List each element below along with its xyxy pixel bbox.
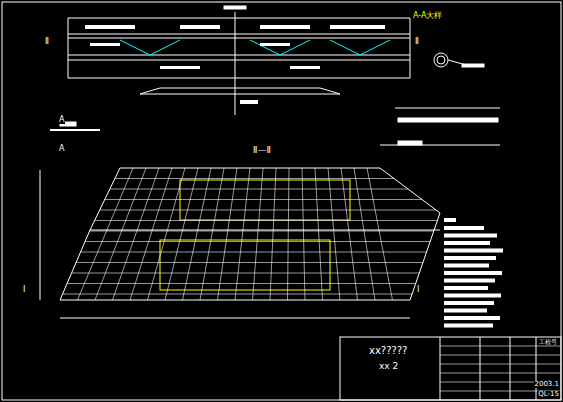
drawing-label: 2003.1 [534, 381, 561, 388]
notes-block [444, 218, 503, 328]
drawing-label: A [58, 145, 65, 153]
drawing-label: Ⅱ—Ⅱ [252, 146, 272, 155]
drawing-label: I [22, 286, 26, 294]
section-detail [50, 53, 500, 145]
drawing-label: A [58, 116, 65, 124]
drawing-label: xx????? [368, 346, 408, 356]
drawing-label: I [416, 286, 420, 294]
drawing-label: QL-15 [537, 391, 560, 398]
drawing-label: A-A大样 [412, 12, 443, 20]
title-block [340, 337, 561, 400]
elevation-view [68, 6, 410, 115]
drawing-label: xx 2 [378, 362, 399, 371]
rebar-marks [85, 25, 385, 104]
drawing-label: 工程号 [538, 339, 558, 345]
drawing-label: Ⅱ [414, 38, 420, 46]
drawing-label: Ⅱ [44, 38, 50, 46]
plan-view [40, 168, 440, 318]
